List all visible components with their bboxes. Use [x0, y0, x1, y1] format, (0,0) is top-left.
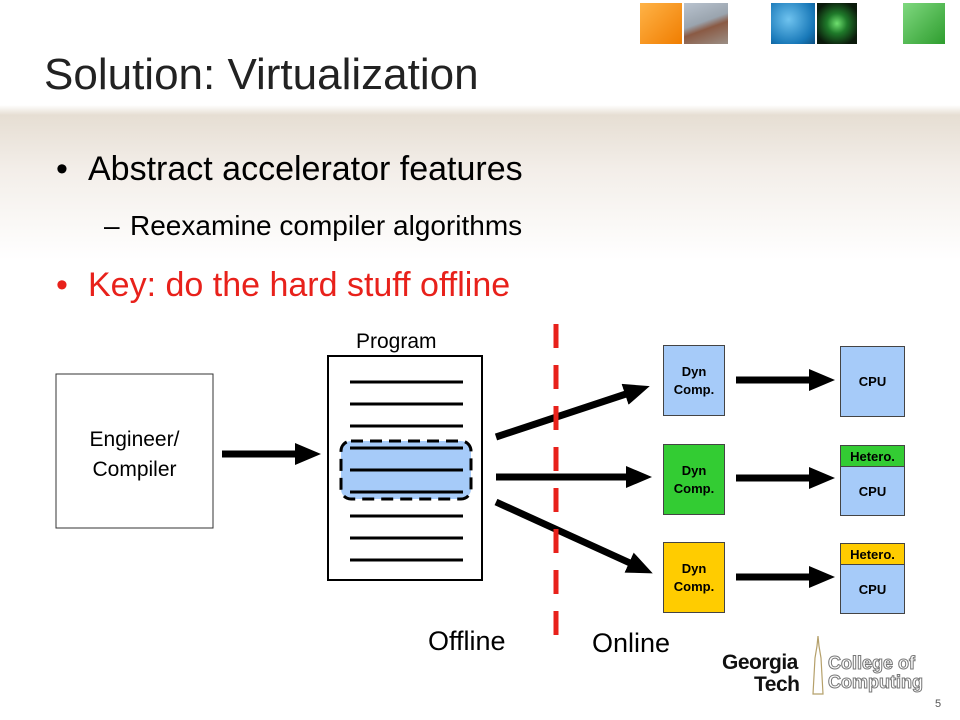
target-hetero-tag-2: Hetero.: [840, 445, 905, 467]
bullet-1: • Abstract accelerator features: [56, 150, 523, 189]
target-hetero-tag-3-label: Hetero.: [850, 546, 895, 562]
engineer-box: [55, 373, 214, 529]
dyn-comp-box-2-line1: Dyn: [681, 462, 707, 478]
header-tile-blue: [771, 3, 815, 44]
program-label: Program: [356, 330, 437, 353]
dyn-comp-box-3-line2: Comp.: [673, 578, 715, 594]
target-cpu-1: CPU: [840, 346, 905, 417]
dyn-comp-box-3-line1: Dyn: [681, 560, 707, 576]
dyn-comp-box-1-line2: Comp.: [673, 381, 715, 397]
target-cpu-1-label: CPU: [858, 374, 887, 389]
georgia-tech-logo: Georgia Tech: [722, 651, 822, 696]
target-cpu-2: CPU: [840, 466, 905, 516]
offline-label: Offline: [428, 626, 506, 656]
program-code-lines: [350, 380, 463, 562]
page-number: 5: [935, 698, 942, 710]
logo-tower-icon: [812, 635, 824, 696]
target-hetero-tag-3: Hetero.: [840, 543, 905, 565]
college-line2-text: Computing: [828, 672, 924, 692]
sub-bullet-1: –Reexamine compiler algorithms: [104, 210, 522, 242]
header-tile-photo-network: [817, 3, 857, 44]
bullet-2: • Key: do the hard stuff offline: [56, 266, 510, 305]
program-highlight-lines: [350, 446, 463, 494]
target-cpu-3-label: CPU: [858, 581, 887, 597]
college-of-computing-logo: College of Computing: [828, 653, 924, 692]
slide-title: Solution: Virtualization: [44, 50, 479, 99]
bullet-2-text: Key: do the hard stuff offline: [88, 266, 511, 304]
arrow-program-to-dyn-1: [494, 383, 650, 441]
bullet-dot: •: [56, 150, 68, 188]
header-tile-orange: [640, 3, 682, 44]
dyn-comp-box-2: Dyn Comp.: [663, 444, 725, 515]
logo-georgia-text: Georgia: [722, 651, 798, 674]
arrow-program-to-dyn-3: [494, 498, 653, 574]
header-tile-green: [903, 3, 945, 44]
target-hetero-tag-2-label: Hetero.: [850, 448, 895, 464]
sub-bullet-1-text: Reexamine compiler algorithms: [130, 210, 523, 241]
college-line1-text: College of: [828, 653, 916, 673]
bullet-1-text: Abstract accelerator features: [88, 150, 523, 188]
header-tile-photo-campus: [684, 3, 728, 44]
bullet-dot: •: [56, 266, 68, 304]
logo-tech-text: Tech: [754, 673, 800, 696]
dyn-comp-box-3: Dyn Comp.: [663, 542, 725, 613]
online-label: Online: [592, 628, 671, 658]
engineer-label: Engineer/ Compiler: [56, 425, 213, 485]
target-cpu-3: CPU: [840, 564, 905, 614]
dyn-comp-box-1: Dyn Comp.: [663, 345, 725, 416]
target-cpu-2-label: CPU: [858, 483, 887, 499]
sub-bullet-dash: –: [104, 210, 120, 241]
engineer-label-line1: Engineer/: [89, 428, 180, 451]
dyn-comp-box-1-line1: Dyn: [681, 363, 707, 379]
dyn-comp-box-2-line2: Comp.: [673, 480, 715, 496]
engineer-label-line2: Compiler: [92, 458, 177, 481]
